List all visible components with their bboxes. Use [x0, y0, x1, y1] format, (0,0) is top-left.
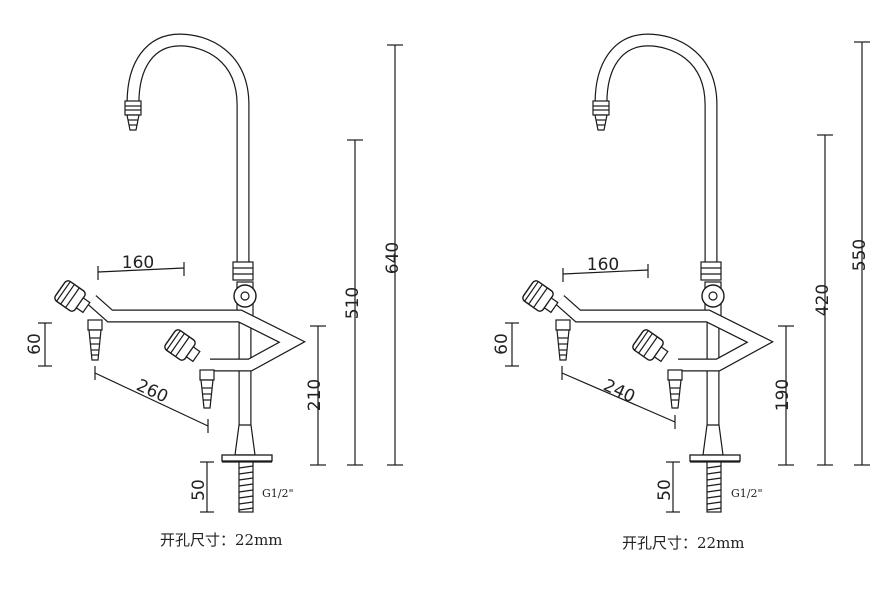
- dim-line-deck-height: 510: [343, 139, 363, 466]
- dim-line-deck-height: 420: [813, 134, 833, 466]
- dim-outlet-height: 210: [305, 379, 325, 411]
- dim-line-nozzle-drop: 60: [25, 322, 52, 367]
- dim-nozzle-spacing: 240: [600, 376, 638, 408]
- thread-label: G1/2": [262, 487, 294, 500]
- faucet-diagram-2: 550 420 190 60 160: [492, 40, 870, 552]
- dim-arm-span: 160: [587, 255, 619, 275]
- dim-line-total-height: 640: [383, 44, 403, 466]
- dim-line-shank: 50: [655, 461, 680, 513]
- dim-shank-length: 50: [189, 479, 209, 501]
- dim-line-nozzle-spacing: 240: [561, 366, 676, 429]
- dim-arm-span: 160: [122, 253, 154, 273]
- dim-deck-height: 510: [343, 287, 363, 319]
- dim-nozzle-spacing: 260: [133, 376, 171, 408]
- dim-outlet-height: 190: [773, 379, 793, 411]
- dim-nozzle-drop: 60: [25, 333, 45, 355]
- thread-label: G1/2": [731, 487, 763, 500]
- dim-line-outlet-height: 190: [773, 325, 794, 466]
- dim-total-height: 550: [850, 239, 870, 271]
- faucet-diagram-1: 640 510 210 60 160: [25, 40, 403, 549]
- dim-line-outlet-height: 210: [305, 325, 326, 466]
- faucet-drawing: [521, 40, 760, 512]
- dim-shank-length: 50: [655, 479, 675, 501]
- dim-deck-height: 420: [813, 284, 833, 316]
- dim-line-nozzle-drop: 60: [492, 322, 519, 367]
- hole-size-caption: 开孔尺寸：22mm: [622, 534, 745, 552]
- dim-line-total-height: 550: [850, 41, 870, 466]
- dim-line-shank: 50: [189, 461, 214, 513]
- hole-size-caption: 开孔尺寸：22mm: [160, 531, 283, 549]
- dim-nozzle-drop: 60: [492, 333, 512, 355]
- dim-line-nozzle-spacing: 260: [94, 366, 209, 433]
- dim-line-arm-span: 160: [97, 253, 185, 280]
- faucet-drawing: [53, 40, 292, 512]
- dim-total-height: 640: [383, 242, 403, 274]
- dim-line-arm-span: 160: [562, 255, 649, 282]
